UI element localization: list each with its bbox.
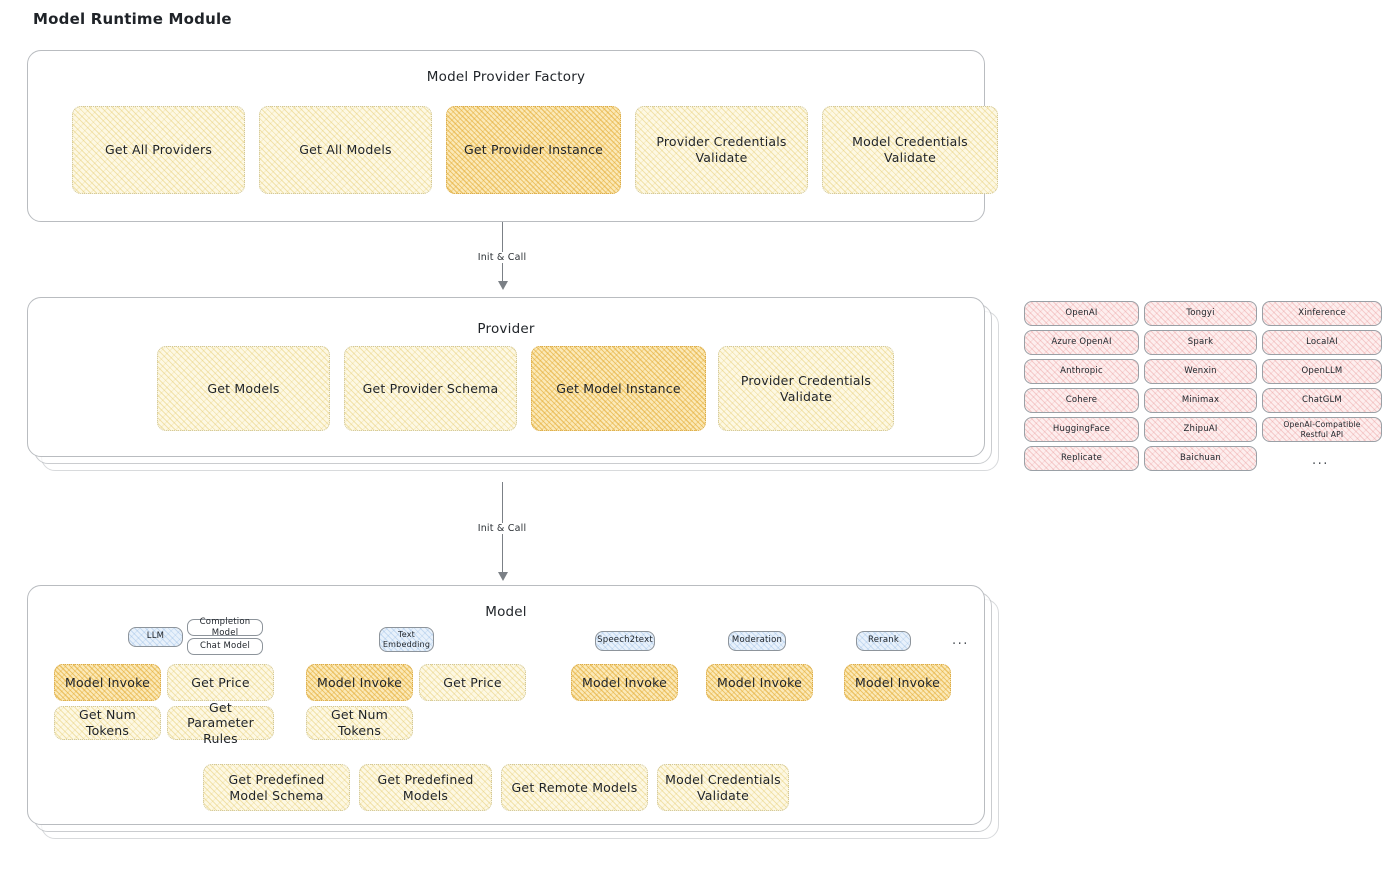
model-op-llm-get-num-tokens[interactable]: Get Num Tokens <box>54 706 161 740</box>
model-panel <box>27 585 985 825</box>
model-type-moderation[interactable]: Moderation <box>728 631 786 651</box>
model-common-op-model-credentials-validate[interactable]: Model Credentials Validate <box>657 764 789 811</box>
model-type-text-embedding[interactable]: Text Embedding <box>379 627 434 652</box>
model-type-speech2text[interactable]: Speech2text <box>595 631 655 651</box>
arrow-label-init-call-2: Init & Call <box>473 523 531 534</box>
provider-chip-tongyi[interactable]: Tongyi <box>1144 301 1257 326</box>
model-op-embedding-get-price[interactable]: Get Price <box>419 664 526 701</box>
factory-node-get-all-providers[interactable]: Get All Providers <box>72 106 245 194</box>
provider-chip-cohere[interactable]: Cohere <box>1024 388 1139 413</box>
model-subtype-completion-model[interactable]: Completion Model <box>187 617 263 638</box>
provider-chip-spark[interactable]: Spark <box>1144 330 1257 355</box>
model-title: Model <box>485 604 527 620</box>
model-types-more: ... <box>952 633 969 648</box>
provider-chip-baichuan[interactable]: Baichuan <box>1144 446 1257 471</box>
provider-node-provider-credentials-validate[interactable]: Provider Credentials Validate <box>718 346 894 431</box>
provider-list: OpenAI Azure OpenAI Anthropic Cohere Hug… <box>1024 301 1382 476</box>
provider-title: Provider <box>477 321 535 337</box>
provider-chip-openai-compatible-restful-api[interactable]: OpenAI-Compatible Restful API <box>1262 417 1382 442</box>
factory-node-get-all-models[interactable]: Get All Models <box>259 106 432 194</box>
provider-chip-replicate[interactable]: Replicate <box>1024 446 1139 471</box>
provider-chip-wenxin[interactable]: Wenxin <box>1144 359 1257 384</box>
provider-chip-openllm[interactable]: OpenLLM <box>1262 359 1382 384</box>
model-subtype-chat-model[interactable]: Chat Model <box>187 638 263 655</box>
model-op-moderation-model-invoke[interactable]: Model Invoke <box>706 664 813 701</box>
model-type-rerank[interactable]: Rerank <box>856 631 911 651</box>
provider-chip-localai[interactable]: LocalAI <box>1262 330 1382 355</box>
provider-chip-azure-openai[interactable]: Azure OpenAI <box>1024 330 1139 355</box>
arrow-label-init-call-1: Init & Call <box>473 252 531 263</box>
model-type-llm[interactable]: LLM <box>128 627 183 647</box>
page-title: Model Runtime Module <box>33 10 232 28</box>
provider-chip-zhipuai[interactable]: ZhipuAI <box>1144 417 1257 442</box>
provider-chip-openai[interactable]: OpenAI <box>1024 301 1139 326</box>
model-op-llm-get-parameter-rules[interactable]: Get Parameter Rules <box>167 700 274 746</box>
factory-node-get-provider-instance[interactable]: Get Provider Instance <box>446 106 621 194</box>
provider-chip-anthropic[interactable]: Anthropic <box>1024 359 1139 384</box>
provider-node-get-model-instance[interactable]: Get Model Instance <box>531 346 706 431</box>
model-common-op-get-predefined-model-schema[interactable]: Get Predefined Model Schema <box>203 764 350 811</box>
model-container: Model LLM Completion Model Chat Model Te… <box>27 585 1027 850</box>
model-op-llm-get-price[interactable]: Get Price <box>167 664 274 701</box>
provider-chip-huggingface[interactable]: HuggingFace <box>1024 417 1139 442</box>
model-op-speech2text-model-invoke[interactable]: Model Invoke <box>571 664 678 701</box>
model-op-rerank-model-invoke[interactable]: Model Invoke <box>844 664 951 701</box>
model-op-llm-model-invoke[interactable]: Model Invoke <box>54 664 161 701</box>
model-common-op-get-predefined-models[interactable]: Get Predefined Models <box>359 764 492 811</box>
provider-node-get-models[interactable]: Get Models <box>157 346 330 431</box>
provider-node-get-provider-schema[interactable]: Get Provider Schema <box>344 346 517 431</box>
factory-node-provider-credentials-validate[interactable]: Provider Credentials Validate <box>635 106 808 194</box>
provider-container: Provider Get Models Get Provider Schema … <box>27 297 1027 482</box>
model-op-embedding-get-num-tokens[interactable]: Get Num Tokens <box>306 706 413 740</box>
factory-title: Model Provider Factory <box>426 69 586 85</box>
provider-chip-minimax[interactable]: Minimax <box>1144 388 1257 413</box>
provider-chip-xinference[interactable]: Xinference <box>1262 301 1382 326</box>
provider-chip-chatglm[interactable]: ChatGLM <box>1262 388 1382 413</box>
model-op-embedding-model-invoke[interactable]: Model Invoke <box>306 664 413 701</box>
model-provider-factory-container: Model Provider Factory Get All Providers… <box>27 50 998 222</box>
model-common-op-get-remote-models[interactable]: Get Remote Models <box>501 764 648 811</box>
provider-list-more: ... <box>1312 453 1329 468</box>
factory-node-model-credentials-validate[interactable]: Model Credentials Validate <box>822 106 998 194</box>
